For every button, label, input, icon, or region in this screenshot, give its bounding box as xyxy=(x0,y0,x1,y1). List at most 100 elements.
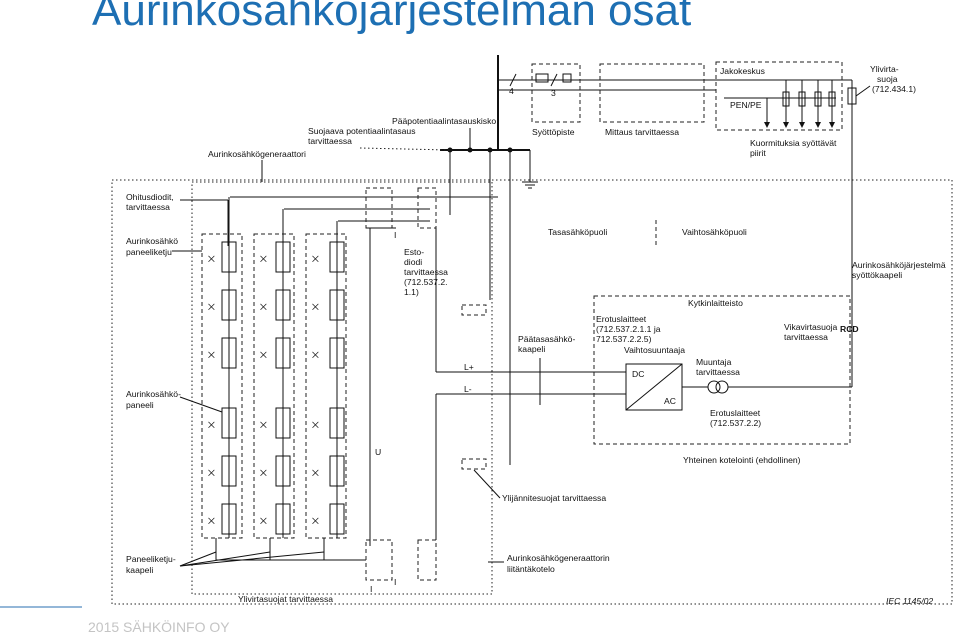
label-vaihtosuuntaaja: Vaihtosuuntaaja xyxy=(624,345,685,355)
bottom-fuse-group-2 xyxy=(417,539,437,581)
svg-text:⨉: ⨉ xyxy=(208,350,215,360)
top-fuse-group-1 xyxy=(365,187,393,229)
page-title: Aurinkosähköjärjestelmän osat xyxy=(92,0,692,35)
label-esto-2: diodi xyxy=(404,257,422,267)
label-muuntaja-2: tarvittaessa xyxy=(696,367,740,377)
label-dc: DC xyxy=(632,369,644,379)
jakokeskus-fuses xyxy=(764,80,836,128)
jakokeskus-box xyxy=(715,61,843,131)
label-ylivirtasuojat: Ylivirtasuojat tarvittaessa xyxy=(238,594,333,604)
label-esto-3: tarvittaessa xyxy=(404,267,448,277)
label-n4: 4 xyxy=(509,86,514,96)
label-ohitus-2: tarvittaessa xyxy=(126,202,170,212)
paneeli-leader xyxy=(179,396,223,413)
label-i2: I xyxy=(370,584,372,594)
label-generaattori: Aurinkosähkögeneraattori xyxy=(208,149,306,159)
ketjukaapeli-leader-3 xyxy=(179,551,325,567)
fuse-box-2 xyxy=(562,73,572,83)
label-ketju-2: paneeliketju xyxy=(126,247,172,257)
label-u: U xyxy=(375,447,381,457)
label-ylivirta-2: suoja xyxy=(877,74,898,84)
label-esto-4: (712.537.2. xyxy=(404,277,447,287)
label-i3: I xyxy=(394,577,396,587)
surge-protector-2 xyxy=(461,458,487,470)
bottom-fuse-group-1 xyxy=(365,539,393,581)
mittaus-box xyxy=(599,63,705,123)
suojaava-leader xyxy=(359,147,451,151)
ketjukaapeli-leader-2 xyxy=(179,551,271,567)
label-paatasa-1: Päätasasähkö- xyxy=(518,334,575,344)
label-ketjukaapeli-1: Paneeliketju- xyxy=(126,554,176,564)
label-esto-1: Esto- xyxy=(404,247,424,257)
svg-text:⨉: ⨉ xyxy=(208,468,215,478)
svg-text:⨉: ⨉ xyxy=(260,302,267,312)
label-i1: I xyxy=(394,230,396,240)
generator-outline xyxy=(191,181,493,595)
label-vikavirta-1: Vikavirtasuoja xyxy=(784,322,838,332)
label-penpe: PEN/PE xyxy=(730,100,762,110)
label-mittaus: Mittaus tarvittaessa xyxy=(605,127,679,137)
label-syottokaapeli-2: syöttökaapeli xyxy=(852,270,902,280)
label-lplus: L+ xyxy=(464,362,474,372)
panel-string-1: ⨉⨉⨉ ⨉⨉⨉ xyxy=(201,233,243,539)
surge-protector-1 xyxy=(461,304,487,316)
slash-3 xyxy=(550,73,558,87)
svg-text:⨉: ⨉ xyxy=(208,516,215,526)
label-liitanta-2: liitäntäkotelo xyxy=(507,564,555,574)
label-vaihto: Vaihtosähköpuoli xyxy=(682,227,747,237)
label-suojaava-2: tarvittaessa xyxy=(308,136,352,146)
label-tasa: Tasasähköpuoli xyxy=(548,227,607,237)
label-ylivirta-1: Ylivirta- xyxy=(870,64,899,74)
ylivirta-leader xyxy=(855,85,871,97)
label-paneeli-1: Aurinkosähkö- xyxy=(126,389,181,399)
transformer-coil-1 xyxy=(707,380,721,394)
label-suojaava-1: Suojaava potentiaalintasaus xyxy=(308,126,416,136)
label-erotus-1: Erotuslaitteet xyxy=(596,314,647,324)
syottopiste-box xyxy=(531,63,581,123)
svg-text:⨉: ⨉ xyxy=(312,350,319,360)
label-paneeli-2: paneeli xyxy=(126,400,154,410)
label-paatasa-2: kaapeli xyxy=(518,344,545,354)
label-syottopiste: Syöttöpiste xyxy=(532,127,575,137)
svg-text:⨉: ⨉ xyxy=(312,254,319,264)
transformer-coil-2 xyxy=(715,380,729,394)
label-paapot: Pääpotentiaalintasauskisko xyxy=(392,116,496,126)
svg-text:⨉: ⨉ xyxy=(260,516,267,526)
label-erotus-2: (712.537.2.1.1 ja xyxy=(596,324,661,334)
ketjukaapeli-leader-1 xyxy=(179,551,217,567)
label-rcd: RCD xyxy=(840,324,859,334)
svg-text:⨉: ⨉ xyxy=(208,420,215,430)
inverter-diagonal xyxy=(625,363,683,411)
label-erotus-3: 712.537.2.2.5) xyxy=(596,334,652,344)
label-vikavirta-2: tarvittaessa xyxy=(784,332,828,342)
label-ketjukaapeli-2: kaapeli xyxy=(126,565,153,575)
label-syottokaapeli-1: Aurinkosähköjärjestelmä xyxy=(852,260,946,270)
label-kuorm-1: Kuormituksia syöttävät xyxy=(750,138,837,148)
label-esto-5: 1.1) xyxy=(404,287,419,297)
svg-text:⨉: ⨉ xyxy=(208,302,215,312)
slash-4 xyxy=(509,73,517,87)
svg-text:⨉: ⨉ xyxy=(312,516,319,526)
label-erotus-5: (712.537.2.2) xyxy=(710,418,761,428)
svg-text:⨉: ⨉ xyxy=(312,302,319,312)
label-ohitus-1: Ohitusdiodit, xyxy=(126,192,174,202)
top-fuse-group-2 xyxy=(417,187,437,229)
label-liitanta-1: Aurinkosähkögeneraattorin xyxy=(507,553,610,563)
label-iec: IEC 1145/02 xyxy=(886,596,933,606)
label-lminus: L- xyxy=(464,384,472,394)
kytkinlaitteisto-box xyxy=(593,295,851,445)
ylijannite-leader xyxy=(473,469,501,499)
fuse-box xyxy=(535,73,549,83)
label-jakokeskus: Jakokeskus xyxy=(720,66,765,76)
label-ylijannite: Ylijännitesuojat tarvittaessa xyxy=(502,493,606,503)
label-muuntaja-1: Muuntaja xyxy=(696,357,732,367)
svg-text:⨉: ⨉ xyxy=(312,468,319,478)
label-kytkin: Kytkinlaitteisto xyxy=(688,298,743,308)
label-ac: AC xyxy=(664,396,676,406)
svg-text:⨉: ⨉ xyxy=(260,468,267,478)
panel-string-3: ⨉⨉⨉ ⨉⨉⨉ xyxy=(305,221,347,539)
outer-frame xyxy=(111,179,953,605)
label-ylivirta-3: (712.434.1) xyxy=(872,84,916,94)
footer-copyright: 2015 SÄHKÖINFO OY xyxy=(88,619,230,635)
